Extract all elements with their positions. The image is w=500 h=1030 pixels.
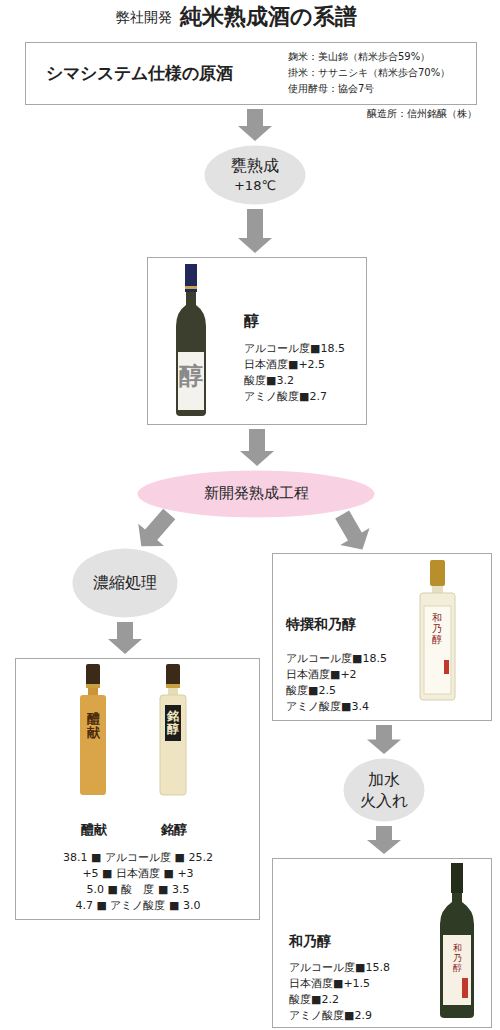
node-heading: 醴献 — [81, 822, 107, 838]
node-heading: シマシステム仕様の原酒 — [46, 63, 233, 83]
bottle-body — [176, 265, 206, 416]
bottle-capsule — [185, 264, 197, 292]
node-text: 酸度■2.5 — [286, 684, 336, 697]
ellipse-fill — [344, 759, 425, 822]
bottle-jun — [176, 264, 206, 416]
node-text: +5 ■ 日本酒度 ■ +3 — [82, 867, 193, 880]
node-text: 酸度■2.2 — [289, 993, 339, 1006]
process-ellipse: 濃縮処理 — [72, 548, 178, 618]
bottle-capsule — [451, 863, 463, 893]
bottle-label-text: 銘醇 — [167, 710, 179, 736]
product-box: 醴献銘醇38.1 ■ アルコール度 ■ 25.2+5 ■ 日本酒度 ■ +35.… — [15, 658, 260, 920]
bottle-label — [443, 935, 471, 1005]
seal-mark — [462, 978, 468, 998]
bottle-band — [86, 684, 100, 688]
node-text: 麹米：美山錦（精米歩合59%） — [288, 51, 430, 63]
node-text: 掛米：ササニシキ（精米歩合70%） — [288, 67, 450, 79]
note-label: 弊社開発 — [116, 9, 172, 26]
diagram-title: 純米熟成酒の系譜 — [180, 4, 357, 30]
bottle-wanojun — [440, 863, 474, 1018]
flow-arrow — [238, 209, 272, 253]
flow-arrow — [367, 826, 401, 854]
node-text: 日本酒度■+2 — [286, 668, 357, 681]
ellipse-fill — [205, 146, 306, 205]
source-box: シマシステム仕様の原酒 麹米：美山錦（精米歩合59%） 掛米：ササニシキ（精米歩合7… — [25, 42, 477, 105]
node-text: アルコール度■18.5 — [244, 342, 345, 355]
node-text: 銘醇 — [161, 822, 187, 838]
bottle-body — [440, 864, 474, 1018]
node-heading: 和乃醇 — [289, 933, 331, 950]
node-text: アミノ酸度■3.4 — [286, 700, 369, 713]
node-text: 日本酒度■+2.5 — [244, 358, 325, 371]
bottle-band — [166, 684, 180, 688]
node-text: アミノ酸度■2.7 — [244, 390, 327, 403]
bottle-body — [80, 695, 106, 795]
node-text: 使用酵母：協会7号 — [288, 83, 374, 95]
node-text: 日本酒度■+1.5 — [289, 977, 370, 990]
bottle-cap — [86, 664, 100, 688]
seal-mark — [444, 660, 449, 674]
process-ellipse: 加水火入れ — [343, 758, 425, 822]
bottle-cap — [430, 560, 445, 586]
node-text: 酸度■3.2 — [244, 374, 294, 387]
bottle-reiken — [80, 664, 106, 795]
ellipse-fill — [73, 549, 178, 618]
node-text: 火入れ — [360, 791, 408, 810]
bottle-cap — [166, 664, 180, 688]
bottle-band — [185, 286, 197, 289]
bottle-label-text: 醴献 — [87, 712, 100, 741]
bottle-tokusen — [420, 560, 455, 700]
flow-arrow — [108, 622, 142, 654]
process-ellipse: 新開発熟成工程 — [137, 470, 375, 518]
flow-arrow — [238, 109, 272, 141]
ellipse-outline — [343, 758, 425, 822]
bottle-label-text: 和乃醇 — [432, 612, 442, 645]
product-box: 醇アルコール度■18.5日本酒度■+2.5酸度■3.2アミノ酸度■2.7 — [147, 257, 367, 425]
node-text: 4.7 ■ アミノ酸度 ■ 3.0 — [76, 899, 201, 912]
bottle-label — [424, 606, 451, 694]
node-text: アルコール度■18.5 — [286, 652, 387, 665]
node-text: 5.0 ■ 酸 度 ■ 3.5 — [87, 883, 190, 896]
node-heading: 濃縮処理 — [93, 573, 157, 592]
node-heading: 特撰和乃醇 — [286, 616, 356, 633]
node-heading: 加水 — [368, 770, 400, 789]
bottle-neck — [88, 688, 98, 696]
node-text: +18℃ — [234, 178, 276, 194]
node-heading: 醇 — [244, 312, 259, 330]
ellipse-fill — [138, 471, 375, 518]
flow-arrow — [240, 429, 274, 466]
node-heading: 新開発熟成工程 — [204, 484, 309, 502]
flow-arrow — [335, 510, 369, 549]
note-label: 醇 — [179, 362, 203, 391]
bottle-label — [165, 705, 181, 741]
node-heading: 甕熟成 — [231, 156, 279, 175]
flow-arrow — [138, 509, 175, 546]
product-box: 和乃醇アルコール度■15.8 日本酒度■+1.5 酸度■2.2 アミノ酸度■2.9 — [272, 858, 492, 1028]
bottle-body — [160, 695, 186, 795]
bottle-label — [178, 352, 204, 410]
node-text: アミノ酸度■2.9 — [289, 1009, 372, 1022]
product-box: 特撰和乃醇アルコール度■18.5 日本酒度■+2 酸度■2.5 アミノ酸度■3.4 — [272, 553, 492, 721]
node-text: 38.1 ■ アルコール度 ■ 25.2 — [63, 851, 213, 864]
bottle-label-text: 和乃醇 — [453, 944, 462, 974]
process-ellipse: 甕熟成 +18℃ — [204, 145, 306, 205]
bottle-body — [420, 593, 455, 700]
flow-arrow — [367, 725, 401, 754]
bottle-meijun — [160, 664, 186, 795]
node-text: アルコール度■15.8 — [289, 961, 390, 974]
note-label: 醸造所：信州銘醸（株） — [367, 108, 477, 120]
